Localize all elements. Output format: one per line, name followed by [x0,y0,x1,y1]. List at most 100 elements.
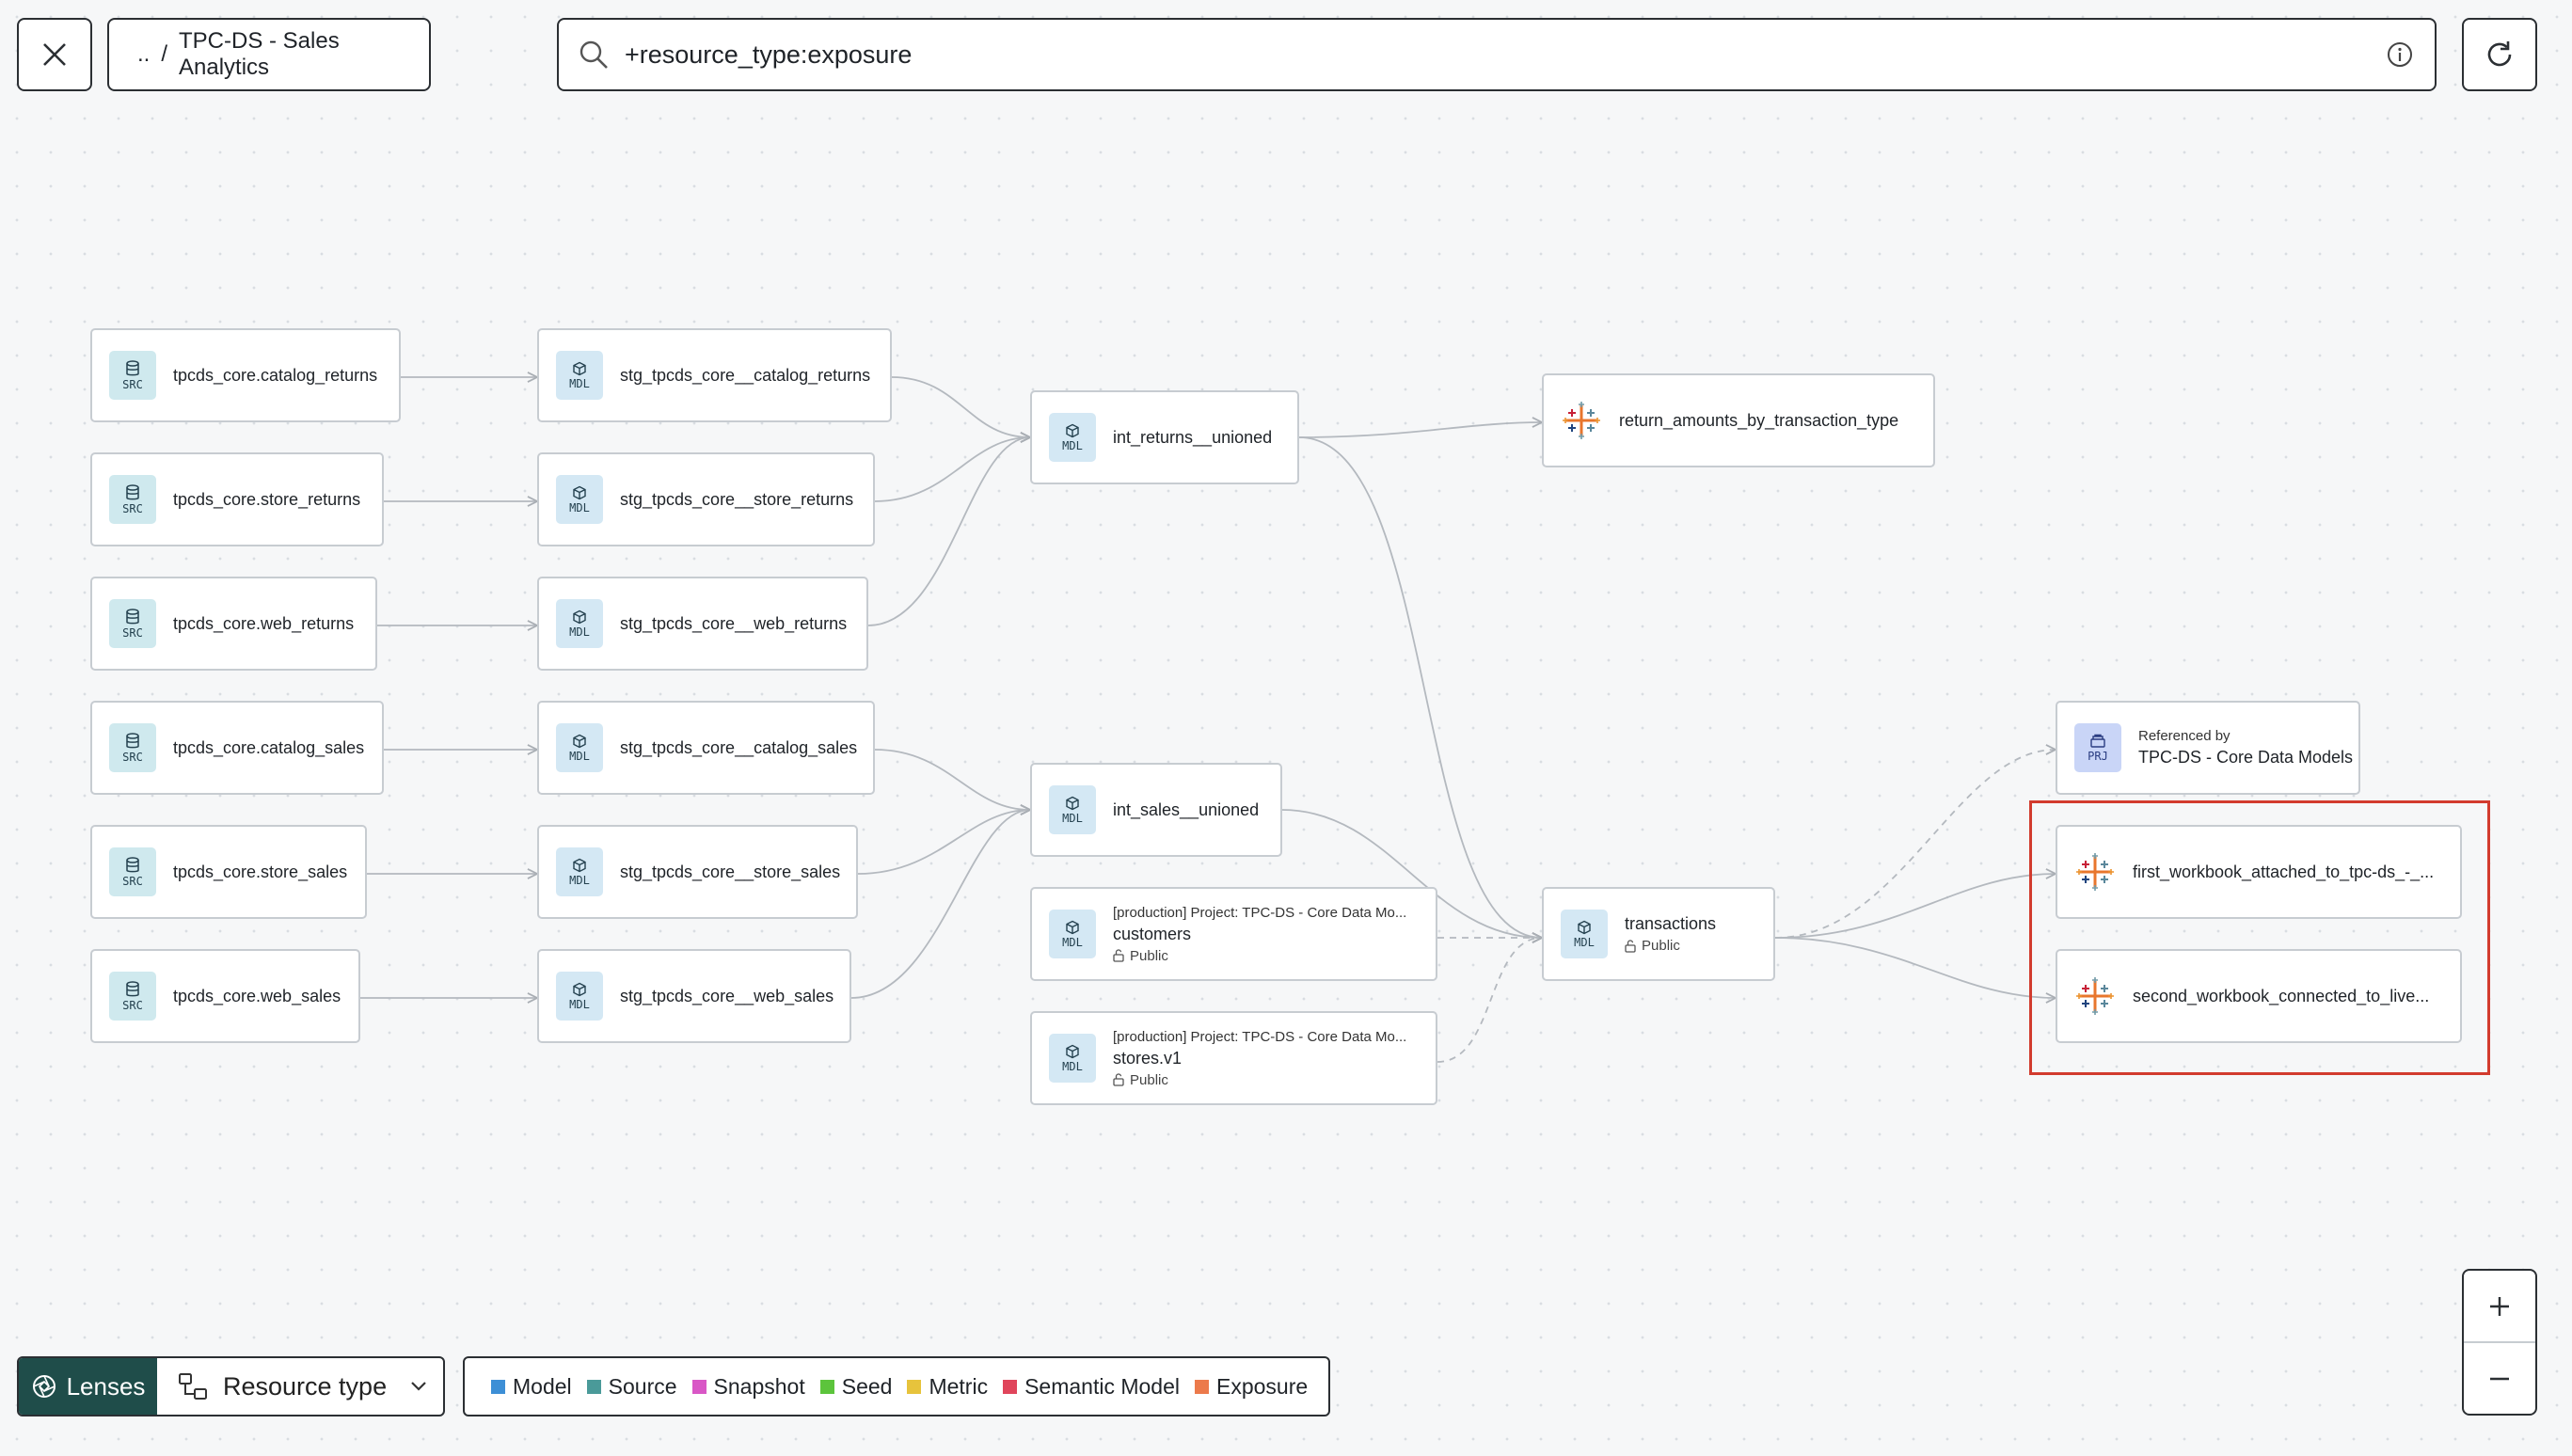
lens-control: Lenses Resource type [17,1356,445,1416]
edge [867,437,1030,626]
node-model-stores[interactable]: MDL [production] Project: TPC-DS - Core … [1030,1011,1437,1105]
node-model-int-returns-unioned[interactable]: MDL int_returns__unioned [1030,390,1299,484]
zoom-in-button[interactable] [2464,1271,2535,1341]
edge [1298,422,1542,438]
node-model-stg-store-sales[interactable]: MDL stg_tpcds_core__store_sales [537,825,858,919]
badge-code: MDL [569,376,590,390]
refresh-button[interactable] [2462,18,2537,91]
node-label: tpcds_core.web_sales [173,986,341,1005]
node-label: stg_tpcds_core__web_returns [620,613,848,633]
badge-code: MDL [1574,935,1595,949]
legend-item-seed: Seed [819,1374,892,1400]
cube-icon [1066,1044,1079,1058]
node-exposure-first-workbook[interactable]: first_workbook_attached_to_tpc-ds_-_... [2056,825,2462,919]
node-model-stg-web-returns[interactable]: MDL stg_tpcds_core__web_returns [537,577,868,671]
edge [850,810,1030,999]
node-exposure-second-workbook[interactable]: second_workbook_connected_to_live... [2056,949,2462,1043]
info-icon[interactable] [2386,40,2414,69]
node-label: stg_tpcds_core__catalog_sales [620,737,858,757]
legend-swatch [586,1379,601,1394]
cube-icon [573,982,586,996]
edge [874,437,1030,502]
node-model-stg-catalog-returns[interactable]: MDL stg_tpcds_core__catalog_returns [537,328,892,422]
node-project: [production] Project: TPC-DS - Core Data… [1113,1028,1407,1045]
close-button[interactable] [17,18,92,91]
node-model-int-sales-unioned[interactable]: MDL int_sales__unioned [1030,763,1282,857]
model-badge: MDL [556,723,603,772]
node-model-stg-web-sales[interactable]: MDL stg_tpcds_core__web_sales [537,949,851,1043]
node-label: stg_tpcds_core__catalog_returns [620,365,871,385]
node-source-web-sales[interactable]: SRC tpcds_core.web_sales [90,949,360,1043]
badge-code: SRC [122,998,143,1012]
node-label: tpcds_core.store_sales [173,862,348,881]
source-badge: SRC [109,847,156,896]
badge-code: MDL [569,625,590,639]
legend-label: Model [513,1373,572,1399]
legend-swatch [691,1379,707,1394]
edge [1298,436,1542,938]
database-icon [126,980,139,996]
badge-code: SRC [122,377,143,391]
aperture-icon [32,1375,56,1398]
node-source-catalog-returns[interactable]: SRC tpcds_core.catalog_returns [90,328,401,422]
node-source-web-returns[interactable]: SRC tpcds_core.web_returns [90,577,377,671]
badge-code: MDL [569,873,590,887]
model-badge: MDL [556,972,603,1021]
resource-type-label: Resource type [223,1371,388,1401]
node-exposure-return-amounts[interactable]: return_amounts_by_transaction_type [1542,373,1935,467]
node-label: int_sales__unioned [1113,799,1260,819]
resource-type-dropdown[interactable]: Resource type [157,1358,443,1415]
chevron-down-icon [411,1382,426,1391]
close-icon [43,43,66,66]
breadcrumb[interactable]: .. / TPC-DS - Sales Analytics [107,18,431,91]
edge [874,749,1030,810]
model-badge: MDL [1049,413,1096,462]
node-source-store-returns[interactable]: SRC tpcds_core.store_returns [90,452,384,546]
badge-code: MDL [569,997,590,1011]
badge-code: SRC [122,501,143,515]
node-model-stg-store-returns[interactable]: MDL stg_tpcds_core__store_returns [537,452,875,546]
node-label: customers [1113,924,1192,943]
minus-icon [2490,1377,2509,1380]
node-label: transactions [1625,914,1717,933]
node-source-store-sales[interactable]: SRC tpcds_core.store_sales [90,825,367,919]
node-label: stores.v1 [1113,1048,1183,1068]
zoom-out-button[interactable] [2464,1341,2535,1414]
node-model-stg-catalog-sales[interactable]: MDL stg_tpcds_core__catalog_sales [537,701,875,795]
database-icon [126,359,139,375]
node-project: [production] Project: TPC-DS - Core Data… [1113,904,1407,921]
node-source-catalog-sales[interactable]: SRC tpcds_core.catalog_sales [90,701,384,795]
unlock-icon [1625,939,1636,953]
unlock-icon [1113,949,1124,962]
cube-icon [573,609,586,624]
model-badge: MDL [1049,910,1096,958]
unlock-icon [1113,1073,1124,1086]
cube-icon [1578,920,1591,934]
model-badge: MDL [556,847,603,896]
access-label: Public [1130,947,1168,964]
search-input[interactable]: +resource_type:exposure [625,40,913,69]
resource-legend: Model Source Snapshot Seed Metric Semant… [463,1356,1330,1416]
legend-label: Snapshot [713,1373,805,1399]
badge-code: PRJ [2088,749,2108,763]
badge-code: SRC [122,625,143,640]
edge [857,810,1030,875]
legend-item-metric: Metric [907,1374,988,1400]
node-referenced-project[interactable]: PRJ Referenced by TPC-DS - Core Data Mod… [2056,701,2360,795]
search-icon [579,40,608,69]
node-model-transactions[interactable]: MDL transactions Public [1542,887,1775,981]
search-bar[interactable]: +resource_type:exposure [557,18,2437,91]
legend-label: Metric [929,1373,989,1399]
lenses-button[interactable]: Lenses [19,1358,157,1415]
legend-swatch [819,1379,834,1394]
edge [1774,874,2056,939]
node-label: tpcds_core.catalog_returns [173,365,378,385]
hierarchy-icon [179,1373,207,1400]
node-model-customers[interactable]: MDL [production] Project: TPC-DS - Core … [1030,887,1437,981]
breadcrumb-parent[interactable]: .. [137,41,151,67]
node-label: tpcds_core.web_returns [173,613,355,633]
cube-icon [573,858,586,872]
zoom-controls [2462,1269,2537,1416]
cube-icon [1066,423,1079,437]
